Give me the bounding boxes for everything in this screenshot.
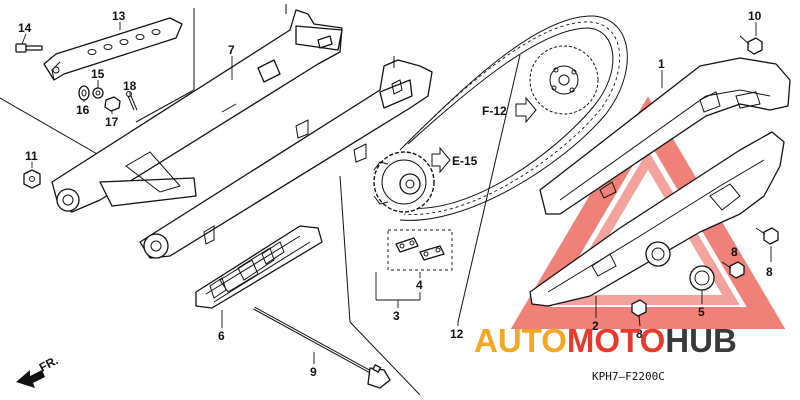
panel-borders bbox=[0, 8, 521, 396]
callout-13: 13 bbox=[112, 9, 126, 23]
callout-9: 9 bbox=[310, 365, 317, 379]
drive-chain[interactable] bbox=[399, 15, 628, 221]
chain-case-upper[interactable] bbox=[539, 57, 791, 215]
callout-8-b: 8 bbox=[766, 265, 773, 279]
diagram-code: KPH7–F2200C bbox=[592, 370, 665, 383]
callout-12: 12 bbox=[450, 327, 464, 341]
callout-14: 14 bbox=[18, 21, 32, 35]
callout-10: 10 bbox=[748, 9, 762, 23]
svg-text:AUTOMOTOHUB: AUTOMOTOHUB bbox=[474, 322, 737, 359]
callout-5: 5 bbox=[698, 305, 705, 319]
bolt-14[interactable] bbox=[15, 43, 43, 53]
washer-16[interactable] bbox=[78, 85, 90, 101]
callout-18: 18 bbox=[123, 79, 137, 93]
swingarm[interactable] bbox=[51, 4, 433, 259]
callout-3: 3 bbox=[393, 309, 400, 323]
watermark-auto: AUTO bbox=[474, 322, 567, 359]
leader-lines bbox=[21, 22, 772, 364]
callout-8-c: 8 bbox=[636, 327, 643, 341]
ref-arrow-e15[interactable] bbox=[431, 146, 451, 174]
ref-label-e15[interactable]: E-15 bbox=[452, 154, 478, 168]
callout-15: 15 bbox=[91, 67, 105, 81]
front-arrow-icon bbox=[16, 370, 45, 388]
callout-6: 6 bbox=[218, 329, 225, 343]
drive-sprocket bbox=[373, 151, 435, 213]
callout-17: 17 bbox=[105, 115, 119, 129]
watermark-wordmark: AUTOMOTOHUB bbox=[474, 322, 737, 359]
pivot-bolt[interactable] bbox=[253, 306, 391, 389]
callout-2: 2 bbox=[592, 319, 599, 333]
callout-7: 7 bbox=[228, 43, 235, 57]
ref-label-f12[interactable]: F-12 bbox=[482, 104, 507, 118]
callout-16: 16 bbox=[76, 103, 90, 117]
callout-4: 4 bbox=[416, 278, 423, 292]
nut-17[interactable] bbox=[104, 96, 121, 112]
bolt-8-b[interactable] bbox=[755, 227, 779, 245]
callout-bracket-3 bbox=[375, 272, 421, 301]
chain-guide-plate[interactable] bbox=[43, 17, 183, 81]
chain-slider[interactable] bbox=[195, 225, 323, 309]
master-link-box bbox=[387, 229, 453, 271]
cap-5[interactable] bbox=[689, 265, 715, 291]
bolt-10[interactable] bbox=[739, 35, 763, 55]
callout-11: 11 bbox=[25, 149, 38, 163]
chain-case-lower[interactable] bbox=[529, 131, 785, 307]
cotter-pin-18[interactable] bbox=[126, 91, 138, 111]
nut-11[interactable] bbox=[23, 169, 41, 189]
bolt-8-a[interactable] bbox=[721, 261, 745, 279]
rear-sprocket bbox=[529, 45, 599, 115]
watermark-hub: HUB bbox=[665, 322, 737, 359]
watermark-moto: MOTO bbox=[567, 322, 665, 359]
collar-15[interactable] bbox=[92, 87, 104, 99]
callout-1: 1 bbox=[658, 57, 665, 71]
callout-8-a: 8 bbox=[731, 245, 738, 259]
bolt-8-c[interactable] bbox=[631, 299, 647, 327]
callout-labels: 1 2 3 4 5 6 7 8 8 8 9 10 11 12 13 14 15 … bbox=[18, 9, 773, 383]
master-link[interactable] bbox=[395, 237, 445, 261]
ref-arrow-f12[interactable] bbox=[515, 96, 537, 124]
